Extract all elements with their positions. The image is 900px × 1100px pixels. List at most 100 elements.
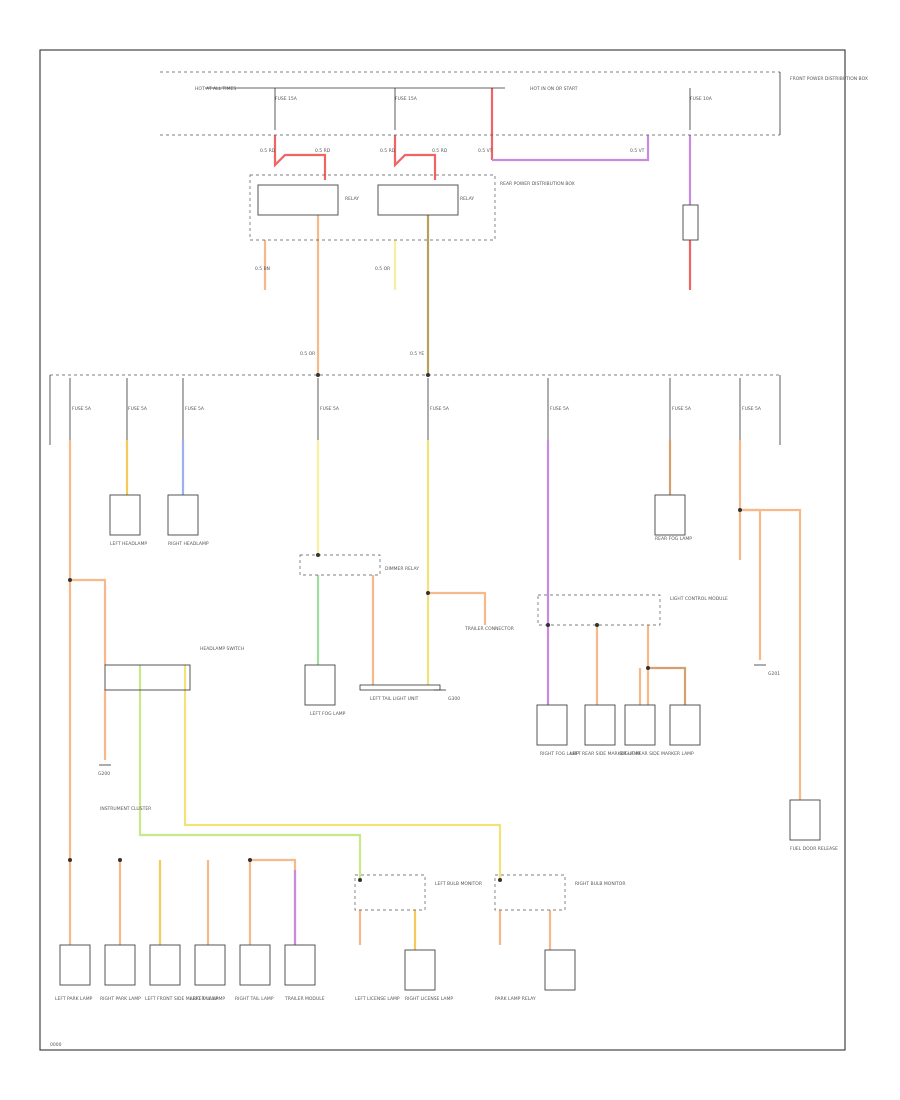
component-label: LEFT TAIL LIGHT UNIT <box>370 696 419 702</box>
wire-trailer <box>428 591 487 625</box>
component-label: LEFT BULB MONITOR <box>435 881 482 887</box>
relay-2 <box>377 184 459 216</box>
wire-code: 0.5 RD <box>260 148 276 154</box>
component-label: HEADLAMP SWITCH <box>200 646 244 652</box>
splice-node <box>248 858 252 862</box>
splice-node <box>738 508 742 512</box>
wire-code: 0.5 OR <box>375 266 390 272</box>
lamp-box <box>584 704 616 746</box>
wire-code: 0.5 RD <box>315 148 331 154</box>
fuse-label: FUSE 5A <box>185 406 205 412</box>
wire-branch-8b <box>740 508 802 800</box>
relay-1 <box>257 184 339 216</box>
component-label: RIGHT BULB MONITOR <box>575 881 625 887</box>
lamp-box <box>284 944 316 986</box>
wire-harness-yellow <box>183 665 502 880</box>
wire-code: 0.5 OR <box>300 351 315 357</box>
wire-lamp-5 <box>250 858 297 945</box>
light-control-module <box>537 594 661 626</box>
component-label: TRAILER CONNECTOR <box>464 626 514 632</box>
relay-label: RELAY <box>460 196 474 202</box>
wire-code: 0.5 YE <box>410 351 424 357</box>
lamp-box <box>654 494 686 536</box>
component-label: INSTRUMENT CLUSTER <box>100 806 151 812</box>
lamp-box <box>544 949 576 991</box>
top-fuse-label: FUSE 10A <box>690 96 713 102</box>
splice-node <box>316 373 320 377</box>
lamp-box <box>59 944 91 986</box>
component-label: LIGHT CONTROL MODULE <box>670 596 728 602</box>
wires-layer <box>68 88 802 950</box>
wire-violet-run <box>492 135 650 162</box>
component-label: PARK LAMP RELAY <box>495 996 536 1002</box>
component-label: RIGHT FOG LAMP <box>540 751 579 757</box>
lamp-box <box>109 494 141 536</box>
lamp-box <box>536 704 568 746</box>
relay-label: RELAY <box>345 196 359 202</box>
fuse-label: FUSE 5A <box>550 406 570 412</box>
lamp-box <box>167 494 199 536</box>
fuse-label: FUSE 5A <box>430 406 450 412</box>
component-label: RIGHT TAIL LAMP <box>235 996 274 1002</box>
component-label: LEFT HEADLAMP <box>110 541 147 547</box>
top-fuse-label: HOT IN ON OR START <box>530 86 578 92</box>
lamp-box <box>149 944 181 986</box>
ground-label: G300 <box>448 696 460 702</box>
lamp-box <box>789 799 821 841</box>
structure-layer <box>49 71 821 991</box>
splice-node <box>426 591 430 595</box>
top-fuse-label: FUSE 15A <box>395 96 418 102</box>
component-label: RIGHT REAR SIDE MARKER LAMP <box>620 751 694 757</box>
diagram-frame <box>39 49 846 1051</box>
component-label: LEFT FRONT SIDE MARKER LAMP <box>145 996 219 1002</box>
lamp-box <box>669 704 701 746</box>
ground-label: G200 <box>98 771 110 777</box>
fuse-label: FUSE 5A <box>128 406 148 412</box>
splice-node <box>595 623 599 627</box>
fuse-label: FUSE 5A <box>72 406 92 412</box>
fuse-label: FUSE 5A <box>742 406 762 412</box>
ground-label: G201 <box>768 671 780 677</box>
rear-distribution-box <box>249 174 496 241</box>
headlamp-switch <box>104 664 191 691</box>
lamp-box <box>404 949 436 991</box>
component-label: RIGHT HEADLAMP <box>168 541 209 547</box>
component-label: LEFT LICENSE LAMP <box>355 996 400 1002</box>
splice-node <box>316 553 320 557</box>
component-label: TRAILER MODULE <box>284 996 325 1002</box>
splice-node <box>426 373 430 377</box>
fuse-label: FUSE 5A <box>320 406 340 412</box>
component-label: LEFT FOG LAMP <box>310 711 346 717</box>
page-label: 0000 <box>50 1042 62 1048</box>
splice-node <box>68 858 72 862</box>
wire-code: 0.5 VT <box>630 148 645 154</box>
component-label: LEFT PARK LAMP <box>55 996 93 1002</box>
right-bulb-monitor <box>494 874 566 911</box>
fuse-label: FUSE 5A <box>672 406 692 412</box>
splice-node <box>68 578 72 582</box>
component-label: LEFT TAIL LAMP <box>190 996 225 1002</box>
lamp-box <box>194 944 226 986</box>
lamp-box <box>304 664 336 706</box>
wire-lower-left-a <box>70 578 107 665</box>
wire-code: 0.5 BN <box>255 266 270 272</box>
lamp-box <box>624 704 656 746</box>
component-label: RIGHT LICENSE LAMP <box>405 996 453 1002</box>
lamp-box <box>104 944 136 986</box>
component-label: REAR FOG LAMP <box>655 536 692 542</box>
component-label: DIMMER RELAY <box>385 566 419 572</box>
component-label: RIGHT PARK LAMP <box>100 996 141 1002</box>
top-fuse-label: HOT AT ALL TIMES <box>195 86 236 92</box>
relay-box-label: REAR POWER DISTRIBUTION BOX <box>500 181 575 187</box>
splice-node <box>646 666 650 670</box>
lamp-box <box>239 944 271 986</box>
wire-code: 0.5 RD <box>380 148 396 154</box>
junction-nodes <box>68 373 742 882</box>
wire-harness-green <box>138 665 362 880</box>
wire-relay1-feed <box>273 135 327 180</box>
component-label: FUEL DOOR RELEASE <box>790 846 838 852</box>
aux-component <box>682 204 699 241</box>
splice-node <box>546 623 550 627</box>
